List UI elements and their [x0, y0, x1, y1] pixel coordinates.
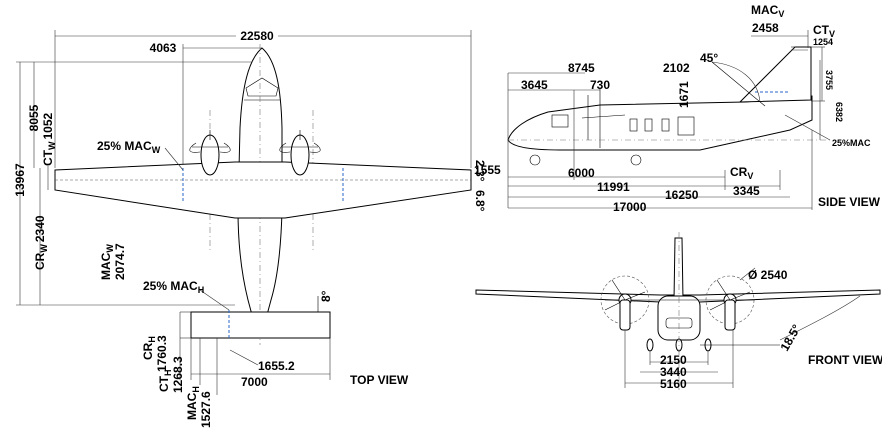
cr-h-label: CRH — [141, 336, 157, 360]
track-inner-dimension: 2150 — [660, 353, 687, 367]
mac-v-quarter: 25%MAC — [832, 138, 871, 148]
mac-w-value: 2074.7 — [113, 243, 127, 280]
dim-1671: 1671 — [677, 81, 691, 108]
wing-offset-dimension: 8055 — [27, 104, 41, 131]
cr-v-label: CRV — [730, 165, 753, 181]
top-view-title: TOP VIEW — [350, 373, 409, 387]
dim-16250: 16250 — [665, 188, 699, 202]
ct-h-value: 1268.3 — [171, 356, 185, 393]
height-total-dimension: 8745 — [568, 61, 595, 75]
fin-angle: 45° — [700, 51, 718, 65]
cr-h-value: 1760.3 — [155, 335, 169, 372]
mac-v-value: 2458 — [752, 21, 779, 35]
dim-2102: 2102 — [663, 61, 690, 75]
ct-v-label: CTV — [813, 23, 835, 39]
mac-h-value: 1527.6 — [199, 391, 213, 428]
ct-v-value: 1254 — [813, 37, 833, 47]
right-propeller — [705, 275, 755, 331]
side-windows — [551, 114, 695, 136]
sweep-angle: 2.3° — [473, 160, 487, 182]
tail-offset-dimension: 1655.2 — [258, 359, 295, 373]
dim-1555: 1555 — [474, 163, 501, 177]
dim-11991: 11991 — [597, 180, 630, 194]
length-total-dimension: 17000 — [613, 200, 647, 214]
front-vertical-fin — [673, 237, 684, 301]
front-view: Ø 2540 18.5° 2150 3440 5160 FRONT VIEW — [475, 232, 882, 391]
dihedral-angle: 6.8° — [473, 190, 487, 212]
front-view-title: FRONT VIEW — [808, 353, 882, 367]
dim-6000: 6000 — [568, 166, 595, 180]
side-fuselage — [507, 95, 813, 151]
mac-w-quarter-label: 25% MACW — [97, 139, 161, 155]
top-horizontal-tail — [190, 311, 331, 339]
top-wing — [54, 161, 472, 219]
front-dihedral-angle: 18.5° — [777, 322, 803, 354]
dim-3755: 3755 — [824, 70, 834, 90]
propeller-diameter: Ø 2540 — [748, 268, 788, 282]
nose-mac-dimension: 4063 — [150, 41, 177, 55]
tail-angle: 8° — [319, 290, 333, 302]
mac-h-quarter-label: 25% MACH — [143, 279, 204, 295]
dim-730: 730 — [590, 78, 610, 92]
left-engine — [189, 130, 231, 176]
ct-h-label: CTH — [157, 370, 173, 393]
right-engine — [279, 130, 321, 176]
side-view: 8745 3645 730 2102 1671 45° MACV 2458 CT… — [474, 3, 881, 214]
track-mid-dimension: 3440 — [660, 365, 687, 379]
cr-v-value: 3345 — [733, 184, 760, 198]
side-view-title: SIDE VIEW — [818, 195, 881, 209]
dim-6382: 6382 — [834, 102, 844, 122]
ct-w-dimension: CTW1052 — [41, 112, 57, 166]
dim-3645: 3645 — [521, 78, 548, 92]
mac-w-label: MACW — [99, 244, 115, 280]
mac-h-label: MACH — [185, 386, 201, 420]
tail-span-dimension: 7000 — [241, 375, 268, 389]
track-outer-dimension: 5160 — [660, 377, 687, 391]
cr-w-dimension: CRW2340 — [33, 215, 49, 270]
left-propeller — [600, 275, 650, 331]
span-dimension: 22580 — [240, 29, 274, 43]
mac-v-label: MACV — [751, 3, 784, 19]
top-view: 22580 4063 — [13, 28, 487, 428]
total-width-dimension: 13967 — [13, 163, 27, 197]
